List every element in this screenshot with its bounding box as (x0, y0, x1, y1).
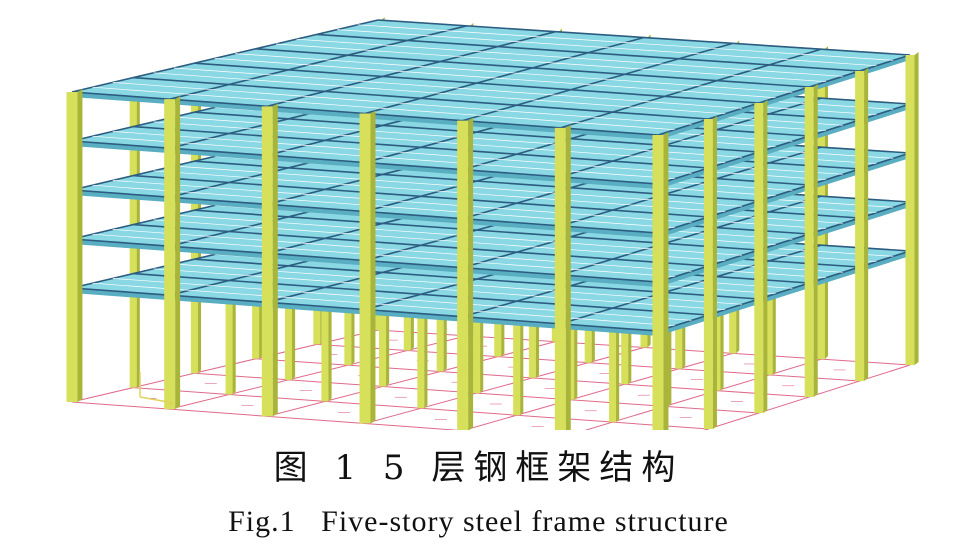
side-column-side (914, 52, 919, 365)
secondary-beam (153, 219, 726, 262)
steel-beam (560, 244, 822, 325)
front-column-side (77, 89, 83, 402)
side-column-side (864, 68, 869, 381)
secondary-beam (153, 121, 726, 164)
front-column (66, 92, 78, 402)
front-column (164, 99, 176, 410)
base-grid-line (703, 364, 911, 430)
side-column-side (813, 84, 818, 397)
front-column-side (663, 132, 669, 430)
secondary-beam (296, 38, 843, 77)
base-grid-line (267, 341, 556, 417)
front-column-side (272, 103, 278, 417)
front-column (261, 106, 273, 417)
secondary-beam (275, 43, 827, 83)
secondary-beam (92, 184, 675, 229)
front-column-side (468, 117, 474, 430)
side-column (855, 71, 865, 381)
secondary-beam (92, 282, 675, 327)
secondary-beam (153, 268, 726, 311)
steel-beam (462, 42, 733, 122)
secondary-beam (92, 233, 675, 278)
front-column-side (565, 124, 571, 430)
side-column (905, 55, 915, 365)
steel-beam (364, 36, 645, 115)
side-column (804, 87, 814, 397)
secondary-beam (112, 131, 692, 174)
front-column-side (370, 110, 376, 424)
base-grid-line (463, 352, 733, 430)
secondary-beam (235, 53, 793, 93)
secondary-beam (112, 180, 692, 223)
secondary-beam (337, 29, 877, 67)
figure-caption-english: Fig.1 Five-story steel frame structure (228, 505, 729, 538)
base-grid-line (364, 347, 645, 424)
side-column (703, 119, 713, 429)
figure-caption-chinese: 图 1 5 层钢框架结构 (273, 448, 684, 488)
steel-beam (560, 97, 822, 178)
secondary-beam (153, 170, 726, 213)
front-column (457, 120, 469, 430)
side-column-side (763, 100, 768, 413)
slab-edge (658, 202, 910, 287)
steel-beam (560, 146, 822, 227)
axis-x (139, 396, 169, 403)
secondary-beam (112, 278, 692, 321)
slab-edge (658, 104, 910, 189)
side-column (754, 103, 764, 413)
base-grid-line (584, 358, 822, 430)
steel-beam (71, 19, 379, 93)
side-column-side (712, 116, 717, 429)
steel-beam (560, 48, 822, 129)
secondary-beam (214, 58, 776, 99)
base-grid-line (169, 335, 467, 410)
slab-edge (658, 153, 910, 238)
secondary-beam (92, 86, 675, 131)
secondary-beam (92, 135, 675, 180)
slab-edge (658, 251, 910, 336)
front-column-side (175, 96, 181, 410)
front-column (652, 135, 664, 430)
steel-beam (169, 25, 467, 100)
secondary-beam (173, 67, 743, 109)
steel-beam (560, 195, 822, 276)
secondary-beam (112, 82, 692, 125)
axis-origin-marker (169, 401, 173, 405)
secondary-beam (112, 229, 692, 272)
frame-3d-view (66, 17, 919, 430)
front-column (359, 113, 371, 424)
front-column (554, 127, 566, 430)
steel-beam (267, 30, 556, 108)
base-grid-line (71, 329, 379, 403)
secondary-beam (153, 72, 726, 115)
steel-frame-model-figure (66, 17, 919, 430)
slab-edge (658, 55, 910, 140)
secondary-beam (357, 24, 894, 61)
